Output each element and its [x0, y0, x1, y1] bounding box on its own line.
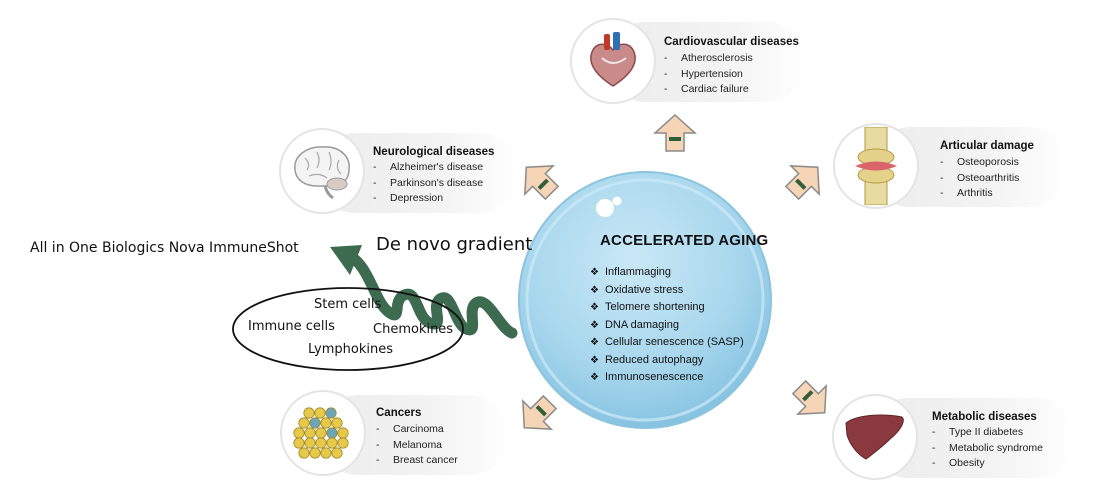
cell: [326, 427, 338, 439]
cancers-item: Melanoma: [376, 438, 458, 454]
articular-title: Articular damage: [940, 140, 1034, 152]
arrow-to-cancers-icon: [522, 394, 558, 430]
factor-lymphokines: Lymphokines: [308, 342, 394, 357]
cell: [314, 407, 326, 419]
cell: [320, 417, 332, 429]
articular-list: Osteoporosis Osteoarthritis Arthritis: [940, 155, 1019, 202]
articular-item: Arthritis: [940, 186, 1019, 202]
cancers-title: Cancers: [376, 407, 422, 419]
accelerated-aging-title: ACCELERATED AGING: [600, 232, 769, 249]
cell: [298, 447, 310, 459]
neurological-list: Alzheimer's disease Parkinson's disease …: [373, 160, 483, 207]
aging-mechanism-item: Oxidative stress: [590, 282, 744, 300]
cell: [303, 407, 315, 419]
joint-icon: [833, 123, 919, 209]
factor-immune-cells: Immune cells: [248, 319, 335, 334]
cell: [304, 437, 316, 449]
metabolic-title: Metabolic diseases: [932, 411, 1037, 423]
cancers-item: Breast cancer: [376, 453, 458, 469]
cell: [309, 417, 321, 429]
cell: [325, 407, 337, 419]
aging-mechanism-item: DNA damaging: [590, 317, 744, 335]
aging-mechanisms-list: Inflammaging Oxidative stress Telomere s…: [590, 264, 744, 387]
arrow-to-neurological-icon: [524, 165, 560, 201]
aging-mechanism-item: Reduced autophagy: [590, 352, 744, 370]
cell: [315, 437, 327, 449]
cardiovascular-item: Hypertension: [664, 67, 753, 83]
cell: [309, 447, 321, 459]
neurological-item: Alzheimer's disease: [373, 160, 483, 176]
product-label: All in One Biologics Nova ImmuneShot: [30, 240, 299, 256]
arrow-to-metabolic-icon: [791, 379, 827, 415]
factor-stem-cells: Stem cells: [314, 297, 382, 312]
cell: [320, 447, 332, 459]
cell: [337, 427, 349, 439]
liver-icon: [832, 394, 918, 480]
brain-icon: [279, 128, 365, 214]
arrow-to-cardiovascular-icon: [653, 113, 697, 152]
cell: [315, 427, 327, 439]
neurological-title: Neurological diseases: [373, 146, 495, 158]
articular-item: Osteoarthritis: [940, 171, 1019, 187]
metabolic-item: Metabolic syndrome: [932, 441, 1043, 457]
neurological-item: Parkinson's disease: [373, 176, 483, 192]
metabolic-item: Type II diabetes: [932, 425, 1043, 441]
aging-mechanism-item: Telomere shortening: [590, 299, 744, 317]
heart-icon: [570, 18, 656, 104]
metabolic-item: Obesity: [932, 456, 1043, 472]
cell: [337, 437, 349, 449]
cardiovascular-item: Atherosclerosis: [664, 51, 753, 67]
cardiovascular-title: Cardiovascular diseases: [664, 36, 799, 48]
cell: [293, 427, 305, 439]
cell: [331, 417, 343, 429]
cardiovascular-item: Cardiac failure: [664, 82, 753, 98]
cancers-list: Carcinoma Melanoma Breast cancer: [376, 422, 458, 469]
articular-item: Osteoporosis: [940, 155, 1019, 171]
cell: [293, 437, 305, 449]
aging-mechanism-item: Cellular senescence (SASP): [590, 334, 744, 352]
cell: [331, 447, 343, 459]
cell: [304, 427, 316, 439]
factors-ellipse: [232, 287, 464, 371]
aging-mechanism-item: Immunosenescence: [590, 369, 744, 387]
cells-icon: [280, 390, 366, 476]
cancers-item: Carcinoma: [376, 422, 458, 438]
cell: [298, 417, 310, 429]
arrow-to-articular-icon: [784, 165, 820, 201]
neurological-item: Depression: [373, 191, 483, 207]
aging-mechanism-item: Inflammaging: [590, 264, 744, 282]
metabolic-list: Type II diabetes Metabolic syndrome Obes…: [932, 425, 1043, 472]
de-novo-gradient-arrow: [330, 245, 518, 339]
cardiovascular-list: Atherosclerosis Hypertension Cardiac fai…: [664, 51, 753, 98]
factor-chemokines: Chemokines: [373, 322, 454, 337]
cell: [326, 437, 338, 449]
gradient-label: De novo gradient: [376, 234, 533, 255]
